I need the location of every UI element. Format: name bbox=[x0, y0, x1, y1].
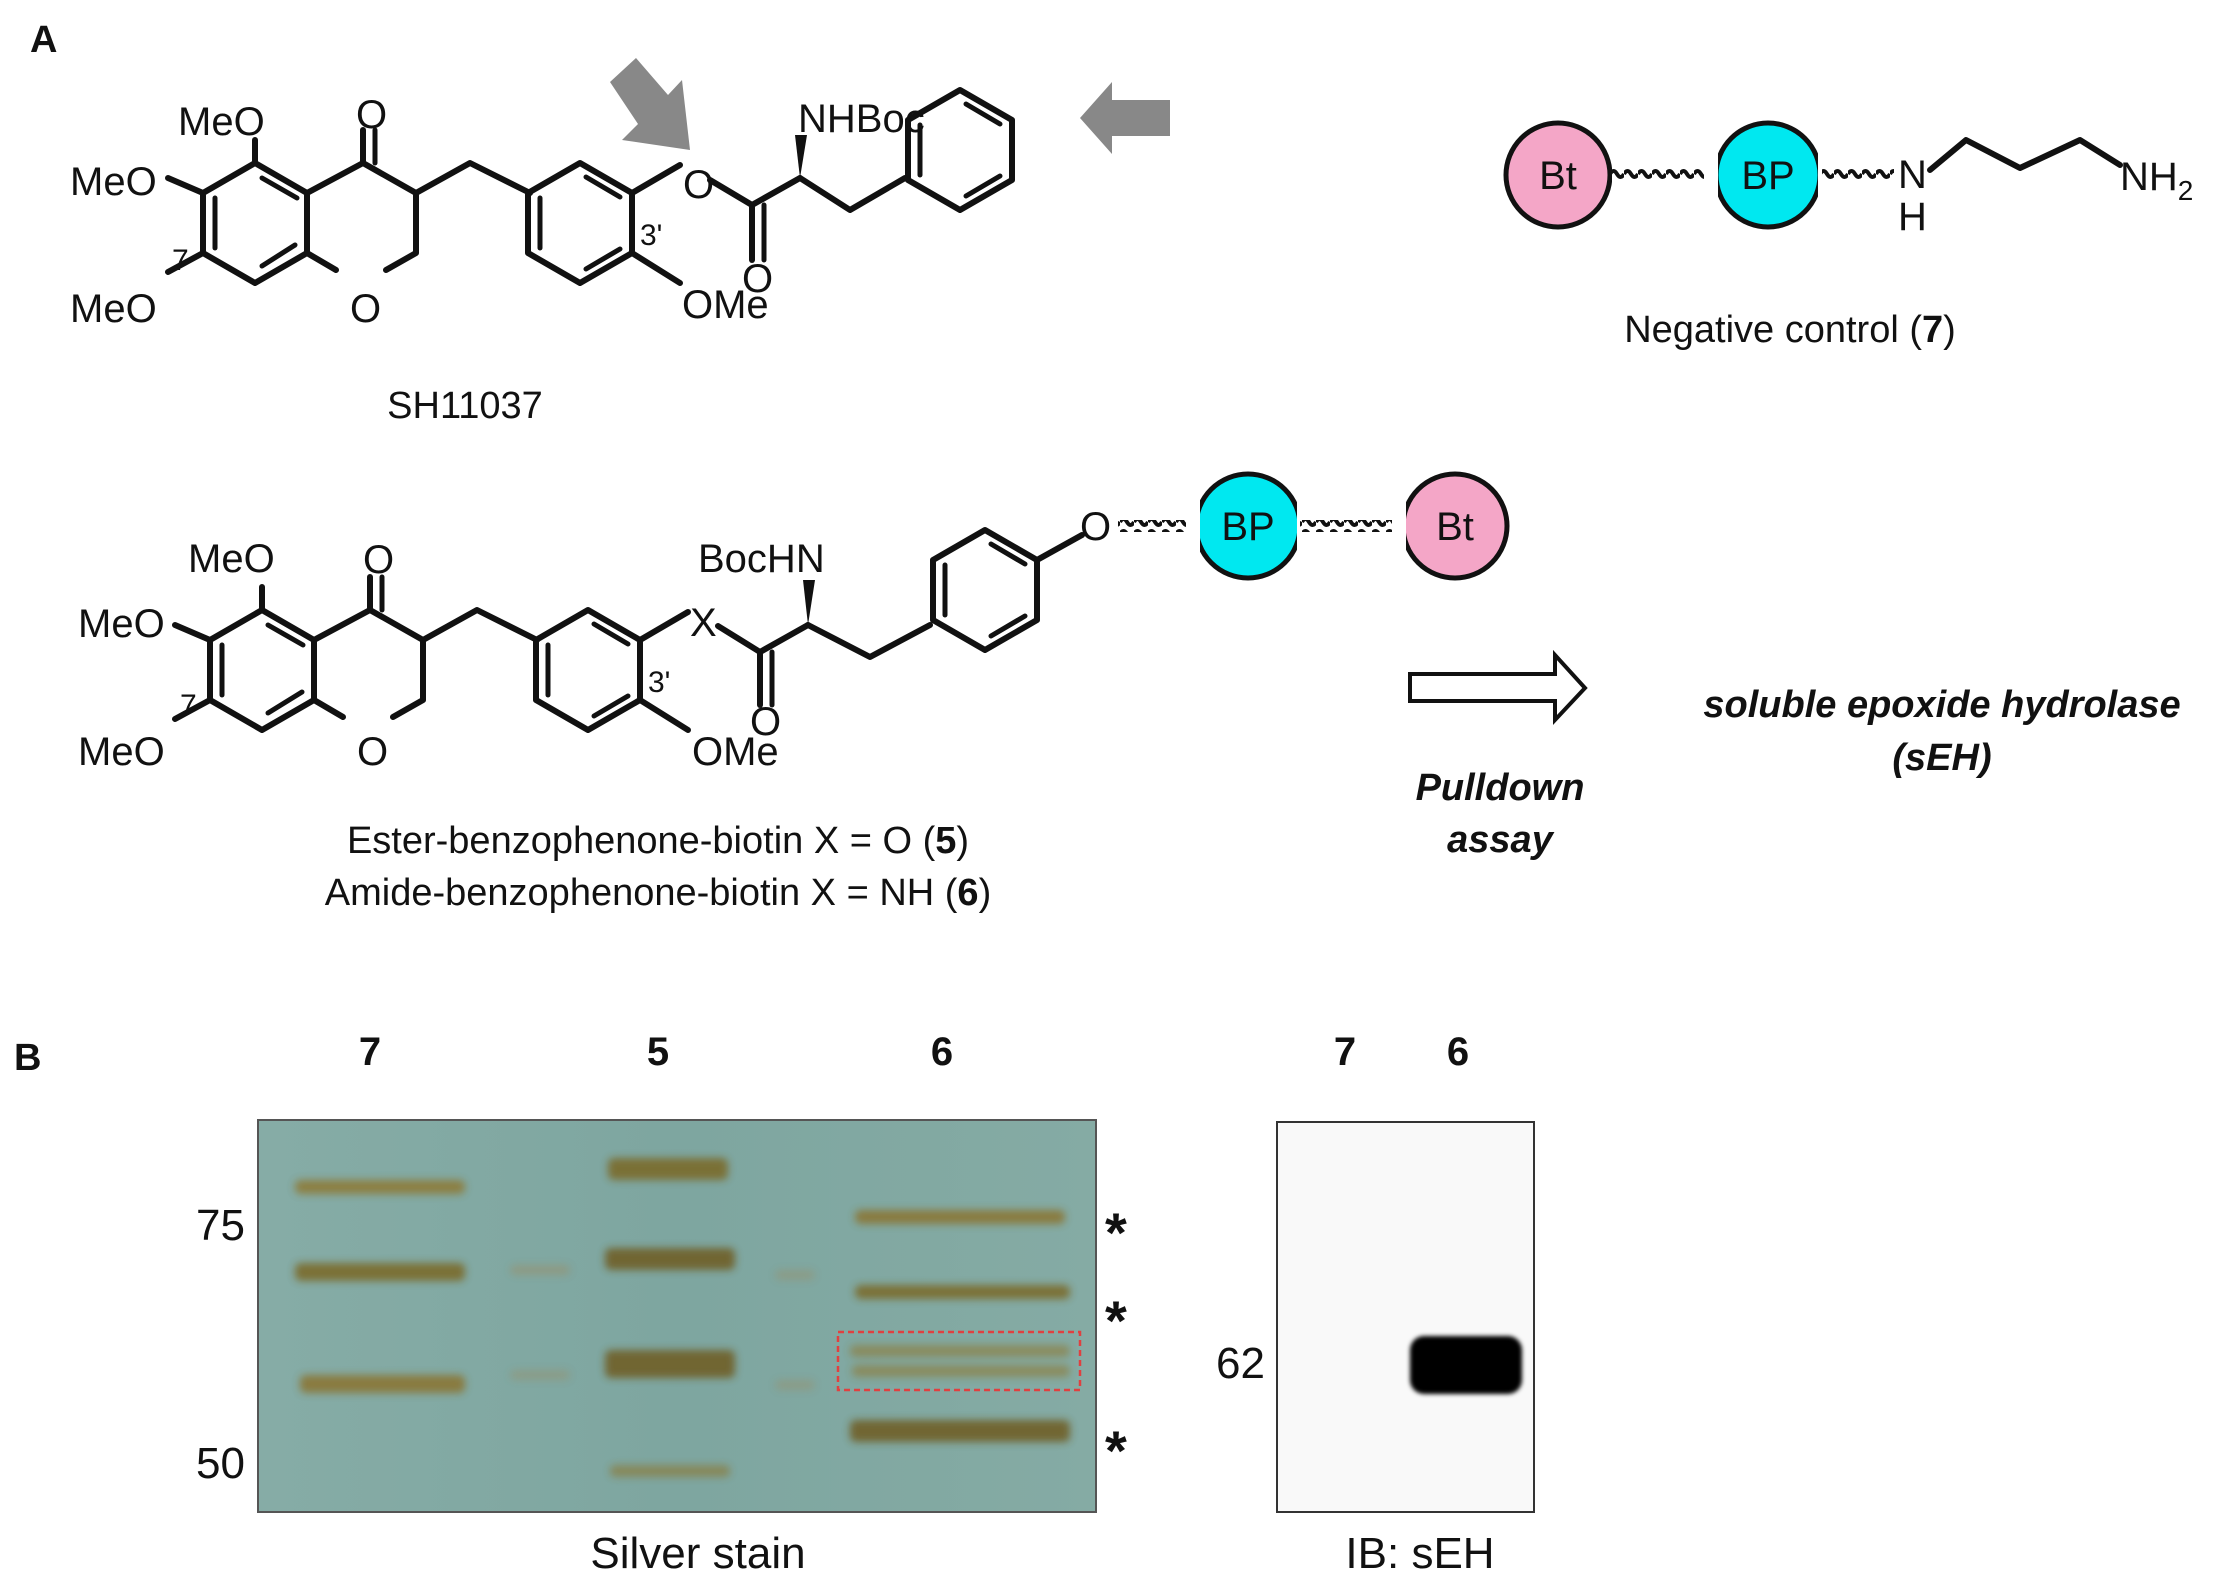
ring-d2 bbox=[930, 527, 1040, 653]
target-line1: soluble epoxide hydrolase bbox=[1703, 684, 2180, 726]
atom-carbonyl-o: O bbox=[742, 257, 773, 301]
compound-label-6: Amide-benzophenone-biotin X = NH (6) bbox=[325, 872, 991, 914]
assay-line1: Pulldown bbox=[1416, 767, 1585, 809]
ring-d bbox=[905, 87, 1015, 213]
silver-lane-5: 5 bbox=[647, 1030, 669, 1074]
atom-ome: OMe bbox=[682, 283, 769, 327]
atom-ring-o: O bbox=[350, 287, 381, 331]
highlight-box bbox=[836, 1330, 1082, 1392]
linker-probe-b bbox=[1300, 520, 1400, 532]
atom-nhboc: NHBoc bbox=[798, 97, 925, 141]
bp-label-probe: BP bbox=[1221, 505, 1274, 549]
band-mark-1: * bbox=[1105, 1201, 1127, 1264]
panel-label-a: A bbox=[30, 19, 57, 61]
ib-lane-6: 6 bbox=[1447, 1030, 1469, 1074]
biotin-label-probe: Bt bbox=[1436, 505, 1474, 549]
atom-meo-top: MeO bbox=[178, 100, 265, 144]
ring-a2 bbox=[207, 607, 317, 733]
compound-label-7: Negative control (7) bbox=[1624, 309, 1956, 351]
atom-carbonyl-o2: O bbox=[750, 700, 781, 744]
pulldown-arrow bbox=[1408, 649, 1588, 726]
atom-h: H bbox=[1898, 195, 1927, 239]
ring-a bbox=[200, 160, 310, 286]
position-7: 7 bbox=[172, 244, 189, 277]
atom-ring-o2: O bbox=[357, 730, 388, 774]
ib-lane-7: 7 bbox=[1334, 1030, 1356, 1074]
structure-sh11037: MeO MeO MeO 7 O O O 3' OMe O NHBoc bbox=[70, 58, 1170, 331]
silver-lane-7: 7 bbox=[359, 1030, 381, 1074]
atom-x: X bbox=[690, 601, 717, 645]
atom-meo-mid2: MeO bbox=[78, 602, 165, 646]
site-arrow-diagonal bbox=[610, 58, 690, 150]
atom-meo-mid: MeO bbox=[70, 160, 157, 204]
atom-ester-o: O bbox=[683, 163, 714, 207]
biotin-tag-7 bbox=[1503, 120, 1613, 230]
site-arrow-horizontal bbox=[1080, 82, 1170, 154]
atom-nh2: NH2 bbox=[2120, 155, 2193, 206]
atom-bochn: BocHN bbox=[698, 537, 825, 581]
atom-ether-o: O bbox=[1080, 505, 1111, 549]
silver-caption: Silver stain bbox=[590, 1529, 805, 1578]
compound-label-sh11037: SH11037 bbox=[387, 385, 543, 427]
silver-mw-75: 75 bbox=[196, 1201, 245, 1250]
linker-7b bbox=[1822, 169, 1894, 181]
target-line2: (sEH) bbox=[1892, 737, 1991, 779]
ring-b bbox=[304, 127, 419, 273]
atom-meo-low: MeO bbox=[70, 287, 157, 331]
biotin-label-7: Bt bbox=[1539, 154, 1577, 198]
assay-line2: assay bbox=[1447, 819, 1555, 861]
ring-c bbox=[525, 160, 635, 286]
ib-mw-62: 62 bbox=[1216, 1339, 1265, 1388]
position-3prime-probe: 3' bbox=[648, 666, 670, 699]
band-mark-2: * bbox=[1105, 1289, 1127, 1352]
band-mark-3: * bbox=[1105, 1419, 1127, 1482]
position-7-probe: 7 bbox=[180, 689, 197, 722]
panel-label-b: B bbox=[14, 1037, 41, 1079]
structure-probe: MeO MeO MeO 7 O O X 3' OMe O BocHN O BP … bbox=[78, 471, 1510, 774]
position-3prime: 3' bbox=[640, 219, 662, 252]
atom-ome2: OMe bbox=[692, 730, 779, 774]
ring-b2 bbox=[311, 574, 426, 720]
structure-negative-control: Bt BP N H NH2 bbox=[1503, 120, 2193, 239]
compound-label-5: Ester-benzophenone-biotin X = O (5) bbox=[347, 820, 969, 862]
ib-caption: IB: sEH bbox=[1345, 1529, 1494, 1578]
linker-probe-a bbox=[1118, 520, 1202, 532]
atom-meo-low2: MeO bbox=[78, 730, 165, 774]
atom-meo-top2: MeO bbox=[188, 537, 275, 581]
silver-stain-gel bbox=[257, 1119, 1097, 1513]
silver-lane-6: 6 bbox=[931, 1030, 953, 1074]
bp-label-7: BP bbox=[1741, 154, 1794, 198]
atom-ketone-o2: O bbox=[363, 538, 394, 582]
linker-7a bbox=[1612, 169, 1712, 181]
sEH-band bbox=[1410, 1336, 1522, 1394]
silver-mw-50: 50 bbox=[196, 1439, 245, 1488]
atom-ketone-o: O bbox=[356, 93, 387, 137]
ring-c2 bbox=[533, 607, 643, 733]
atom-n: N bbox=[1898, 153, 1927, 197]
immunoblot-membrane bbox=[1276, 1121, 1535, 1513]
